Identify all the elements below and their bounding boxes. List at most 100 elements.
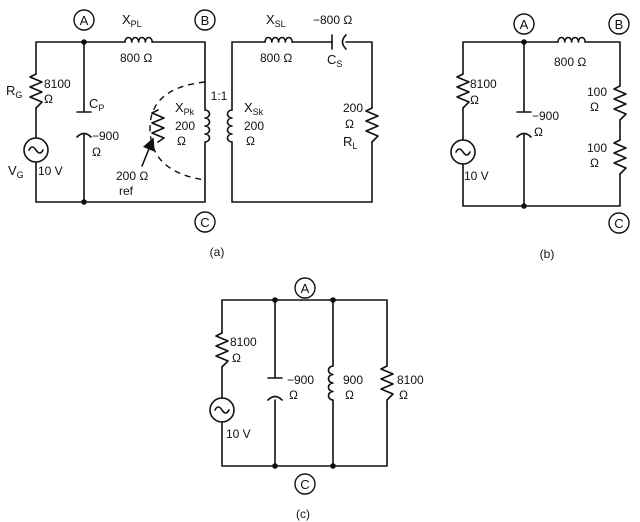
r1-unit: Ω	[232, 351, 241, 365]
l-unit: Ω	[345, 388, 354, 402]
c-value: −900	[532, 109, 559, 123]
panel-a-wires	[35, 41, 373, 203]
r2-unit: Ω	[399, 388, 408, 402]
node-a-label: A	[520, 17, 529, 32]
xsk-unit: Ω	[246, 134, 255, 148]
junction-dot	[521, 203, 527, 209]
xsl-inductor	[264, 36, 293, 43]
xpk-label: XPk	[175, 100, 195, 117]
junction-dot	[272, 297, 278, 303]
ref-note: ref	[119, 184, 134, 198]
xpl-value: 800 Ω	[120, 51, 152, 65]
node-c-label: C	[200, 215, 209, 230]
sine-icon	[214, 406, 230, 414]
rl-unit: Ω	[345, 117, 354, 131]
l-value: 800 Ω	[554, 55, 586, 69]
junction-dot	[330, 463, 336, 469]
panel-c-caption: (c)	[296, 507, 310, 521]
node-c-label: C	[300, 477, 309, 492]
xpl-inductor	[124, 36, 153, 43]
xsk-winding	[226, 109, 233, 143]
cp-label: CP	[89, 96, 104, 113]
rl-value: 200	[343, 101, 363, 115]
xsl-value: 800 Ω	[260, 51, 292, 65]
vg-label: VG	[8, 163, 24, 180]
r1-unit: Ω	[470, 93, 479, 107]
node-a-marker	[73, 9, 95, 31]
r3-value: 100	[587, 141, 607, 155]
node-a-label: A	[301, 281, 310, 296]
node-c-label: C	[614, 216, 623, 231]
junction-dot	[81, 199, 87, 205]
rg-value: 8100	[44, 77, 71, 91]
l-inductor	[557, 36, 586, 43]
sine-icon	[455, 148, 471, 156]
ref-value: 200 Ω	[116, 169, 148, 183]
v-source	[450, 139, 476, 165]
ref-resistor	[151, 109, 165, 143]
l-inductor	[327, 365, 334, 401]
c-unit: Ω	[289, 388, 298, 402]
node-a-label: A	[80, 13, 89, 28]
node-b-label: B	[201, 13, 210, 28]
panel-a-caption: (a)	[210, 245, 225, 259]
cp-value: −900	[92, 129, 119, 143]
cp-unit: Ω	[92, 145, 101, 159]
ref-arrow	[141, 137, 155, 167]
panel-a: A B C RG 8100 Ω VG 10 V CP −900 Ω XPL 80…	[6, 9, 379, 259]
rg-resistor	[29, 73, 43, 109]
r3-resistor	[613, 139, 627, 175]
node-b-marker	[608, 13, 630, 35]
ref-dashed-loop	[149, 81, 206, 181]
junction-dot	[330, 297, 336, 303]
v-value: 10 V	[226, 427, 251, 441]
xsl-label: XSL	[266, 12, 286, 29]
xsk-label: XSk	[244, 100, 264, 117]
rl-label: RL	[343, 134, 357, 151]
panel-c-wires	[221, 299, 388, 467]
l-value: 900	[343, 373, 363, 387]
c-value: −900	[287, 373, 314, 387]
panel-b-caption: (b)	[540, 247, 555, 261]
r2-unit: Ω	[590, 100, 599, 114]
xpk-unit: Ω	[177, 134, 186, 148]
cs-value: −800 Ω	[313, 13, 352, 27]
junction-dot	[272, 463, 278, 469]
vg-source	[23, 137, 49, 163]
r1-resistor	[456, 73, 470, 109]
node-c-marker	[608, 212, 630, 234]
xpk-winding	[204, 109, 211, 143]
xsk-value: 200	[244, 119, 264, 133]
rl-resistor	[365, 107, 379, 143]
vg-value: 10 V	[38, 164, 63, 178]
rg-label: RG	[6, 83, 22, 100]
panel-b: A B C 8100 Ω 10 V −900 Ω 800 Ω 100 Ω 100…	[450, 13, 630, 261]
r2-value: 100	[587, 85, 607, 99]
ratio-label: 1:1	[211, 89, 228, 103]
r3-unit: Ω	[590, 156, 599, 170]
junction-dot	[81, 39, 87, 45]
r1-value: 8100	[470, 77, 497, 91]
xpk-value: 200	[175, 119, 195, 133]
v-value: 10 V	[464, 169, 489, 183]
node-c-marker	[194, 211, 216, 233]
r2-resistor	[613, 85, 627, 121]
node-c-marker	[294, 473, 316, 495]
node-a-marker	[294, 277, 316, 299]
c-unit: Ω	[534, 125, 543, 139]
r1-value: 8100	[230, 335, 257, 349]
node-a-marker	[513, 13, 535, 35]
r2-value: 8100	[397, 373, 424, 387]
r1-resistor	[215, 332, 229, 368]
junction-dot	[521, 39, 527, 45]
panel-c: A C 8100 Ω 10 V −900 Ω 900 Ω 8100 Ω (c)	[209, 277, 424, 521]
node-b-marker	[194, 9, 216, 31]
sine-icon	[28, 146, 44, 154]
node-b-label: B	[615, 17, 624, 32]
v-source	[209, 397, 235, 423]
xpl-label: XPL	[122, 12, 142, 29]
r2-resistor	[380, 365, 394, 401]
rg-unit: Ω	[44, 92, 53, 106]
panel-b-wires	[462, 41, 621, 207]
